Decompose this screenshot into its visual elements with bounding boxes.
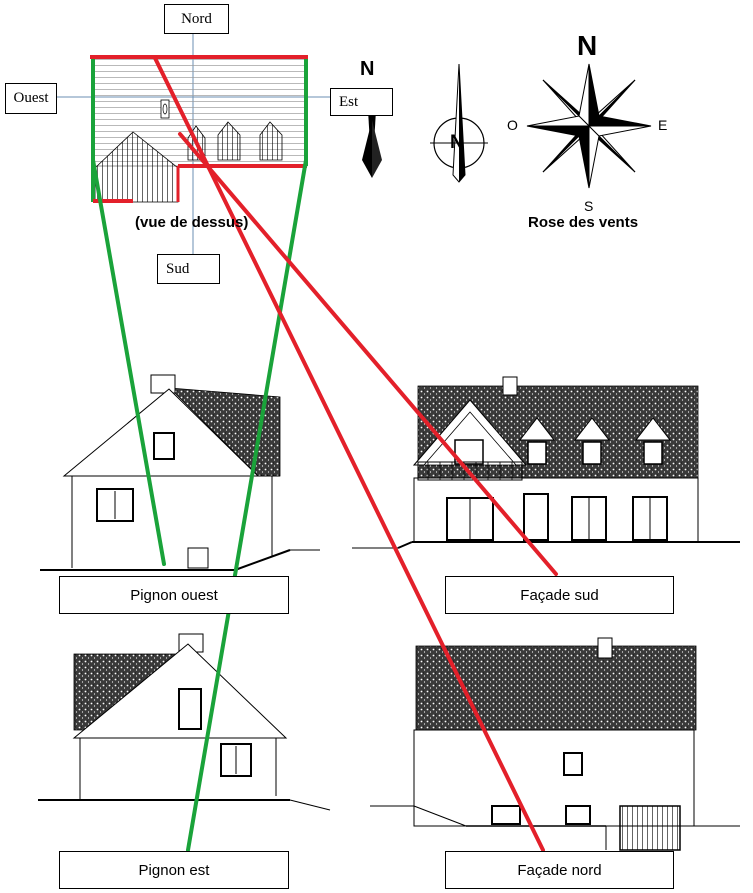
south-facade-elevation [352, 376, 740, 549]
compass-rose-caption: Rose des vents [528, 214, 639, 231]
south-facade-label: Façade sud [520, 586, 599, 604]
east-gable-label-box: Pignon est [59, 851, 289, 889]
compass-north: N [577, 30, 598, 61]
west-label-box: Ouest [5, 83, 57, 114]
north-facade-label: Façade nord [517, 861, 602, 879]
west-gable-label: Pignon ouest [130, 586, 218, 604]
connector-lines [91, 56, 558, 852]
east-gable-elevation [38, 633, 331, 811]
north-label-box: Nord [164, 4, 229, 34]
compass-east: E [658, 117, 668, 133]
north-facade-label-box: Façade nord [445, 851, 674, 889]
circled-north-letter: N [450, 132, 464, 153]
north-arrow-letter: N [360, 58, 375, 80]
chimney-plan [160, 99, 170, 119]
south-facade-label-box: Façade sud [445, 576, 674, 614]
east-gable-label: Pignon est [138, 861, 210, 879]
east-label-box: Est [330, 88, 393, 116]
north-facade-elevation [370, 637, 740, 851]
west-gable-elevation [40, 374, 320, 571]
compass-south: S [584, 198, 594, 214]
south-label: Sud [166, 260, 190, 277]
compass-rose [526, 63, 652, 189]
compass-west: O [507, 117, 518, 133]
top-view-caption: (vue de dessus) [135, 214, 249, 231]
north-label: Nord [181, 10, 212, 27]
south-label-box: Sud [157, 254, 220, 284]
east-label: Est [339, 93, 359, 110]
north-arrow-circled [430, 63, 488, 183]
north-arrow-simple [362, 110, 382, 178]
west-label: Ouest [13, 90, 49, 106]
west-gable-label-box: Pignon ouest [59, 576, 289, 614]
top-view-plan [55, 32, 330, 254]
